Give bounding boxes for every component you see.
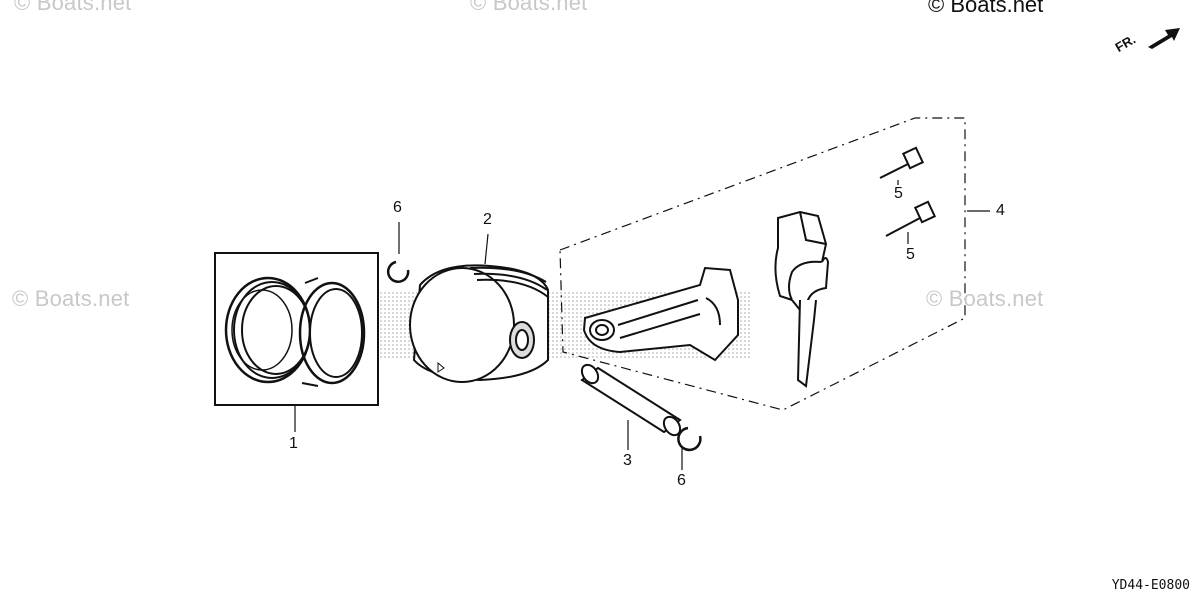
callout-piston-pin[interactable]: 3 (623, 452, 632, 469)
pin-clip-upper[interactable] (386, 260, 410, 283)
watermark-mid-right: © Boats.net (926, 286, 1044, 311)
piston-pin[interactable] (579, 362, 684, 438)
callout-connecting-rod-assembly[interactable]: 4 (996, 202, 1005, 219)
piston[interactable] (409, 264, 549, 383)
watermark-top-center: © Boats.net (470, 0, 588, 15)
callout-piston[interactable]: 2 (483, 211, 492, 228)
callout-piston-ring-set[interactable]: 1 (289, 435, 298, 452)
callout-pin-clip-lower[interactable]: 6 (677, 472, 686, 489)
rod-bolt-upper[interactable] (879, 146, 925, 179)
watermark-top-left: © Boats.net (14, 0, 132, 15)
watermark-mid-left: © Boats.net (12, 286, 130, 311)
rod-cap[interactable] (774, 210, 830, 388)
pin-clip-lower[interactable] (677, 426, 702, 452)
connecting-rod[interactable] (582, 266, 739, 362)
callout-rod-bolt-upper[interactable]: 5 (894, 185, 903, 202)
leader-lines (294, 180, 990, 470)
callout-rod-bolt-lower[interactable]: 5 (906, 246, 915, 263)
front-direction-arrow (1148, 28, 1180, 49)
watermark-top-right: © Boats.net (928, 0, 1044, 17)
connecting-rod-assembly[interactable] (559, 117, 966, 411)
diagram-code: YD44-E0800 (1111, 578, 1190, 593)
rod-bolt-lower[interactable] (885, 200, 937, 237)
piston-ring-set[interactable] (214, 252, 379, 406)
callout-pin-clip-upper[interactable]: 6 (393, 199, 402, 216)
